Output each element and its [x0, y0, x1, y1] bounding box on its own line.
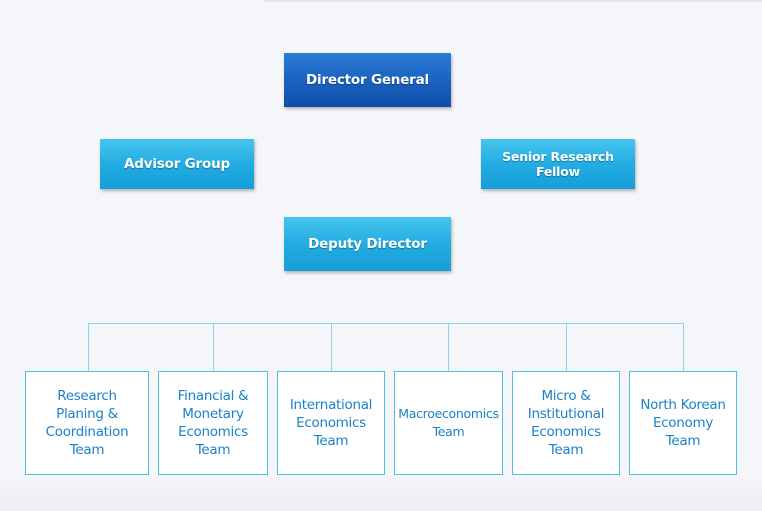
top-band [264, 0, 762, 2]
team-box-macroeconomics: Macroeconomics Team [394, 371, 503, 475]
team-box-micro-institutional: Micro & Institutional Economics Team [512, 371, 620, 475]
team-label: International Economics Team [289, 397, 373, 449]
team-label: Research Planing & Coordination Team [45, 388, 129, 458]
team-box-international: International Economics Team [277, 371, 385, 475]
bottom-band [0, 476, 762, 511]
team-label: Financial & Monetary Economics Team [177, 388, 249, 458]
team-box-north-korean: North Korean Economy Team [629, 371, 737, 475]
advisor-group-box: Advisor Group [100, 139, 254, 189]
connector-horizontal [88, 323, 684, 324]
director-general-label: Director General [306, 72, 429, 88]
connector-team-2 [213, 323, 214, 371]
senior-research-fellow-label: Senior Research Fellow [502, 149, 614, 179]
team-label: Micro & Institutional Economics Team [527, 388, 605, 458]
connector-team-4 [448, 323, 449, 371]
connector-team-3 [331, 323, 332, 371]
senior-research-fellow-box: Senior Research Fellow [481, 139, 635, 189]
team-box-research-planning: Research Planing & Coordination Team [25, 371, 149, 475]
director-general-box: Director General [284, 53, 451, 107]
connector-team-6 [683, 323, 684, 371]
connector-team-1 [88, 323, 89, 371]
team-label: North Korean Economy Team [640, 397, 726, 449]
advisor-group-label: Advisor Group [124, 156, 230, 172]
deputy-director-box: Deputy Director [284, 217, 451, 271]
deputy-director-label: Deputy Director [308, 236, 427, 252]
connector-team-5 [566, 323, 567, 371]
team-label: Macroeconomics Team [398, 406, 499, 439]
team-box-financial-monetary: Financial & Monetary Economics Team [158, 371, 268, 475]
